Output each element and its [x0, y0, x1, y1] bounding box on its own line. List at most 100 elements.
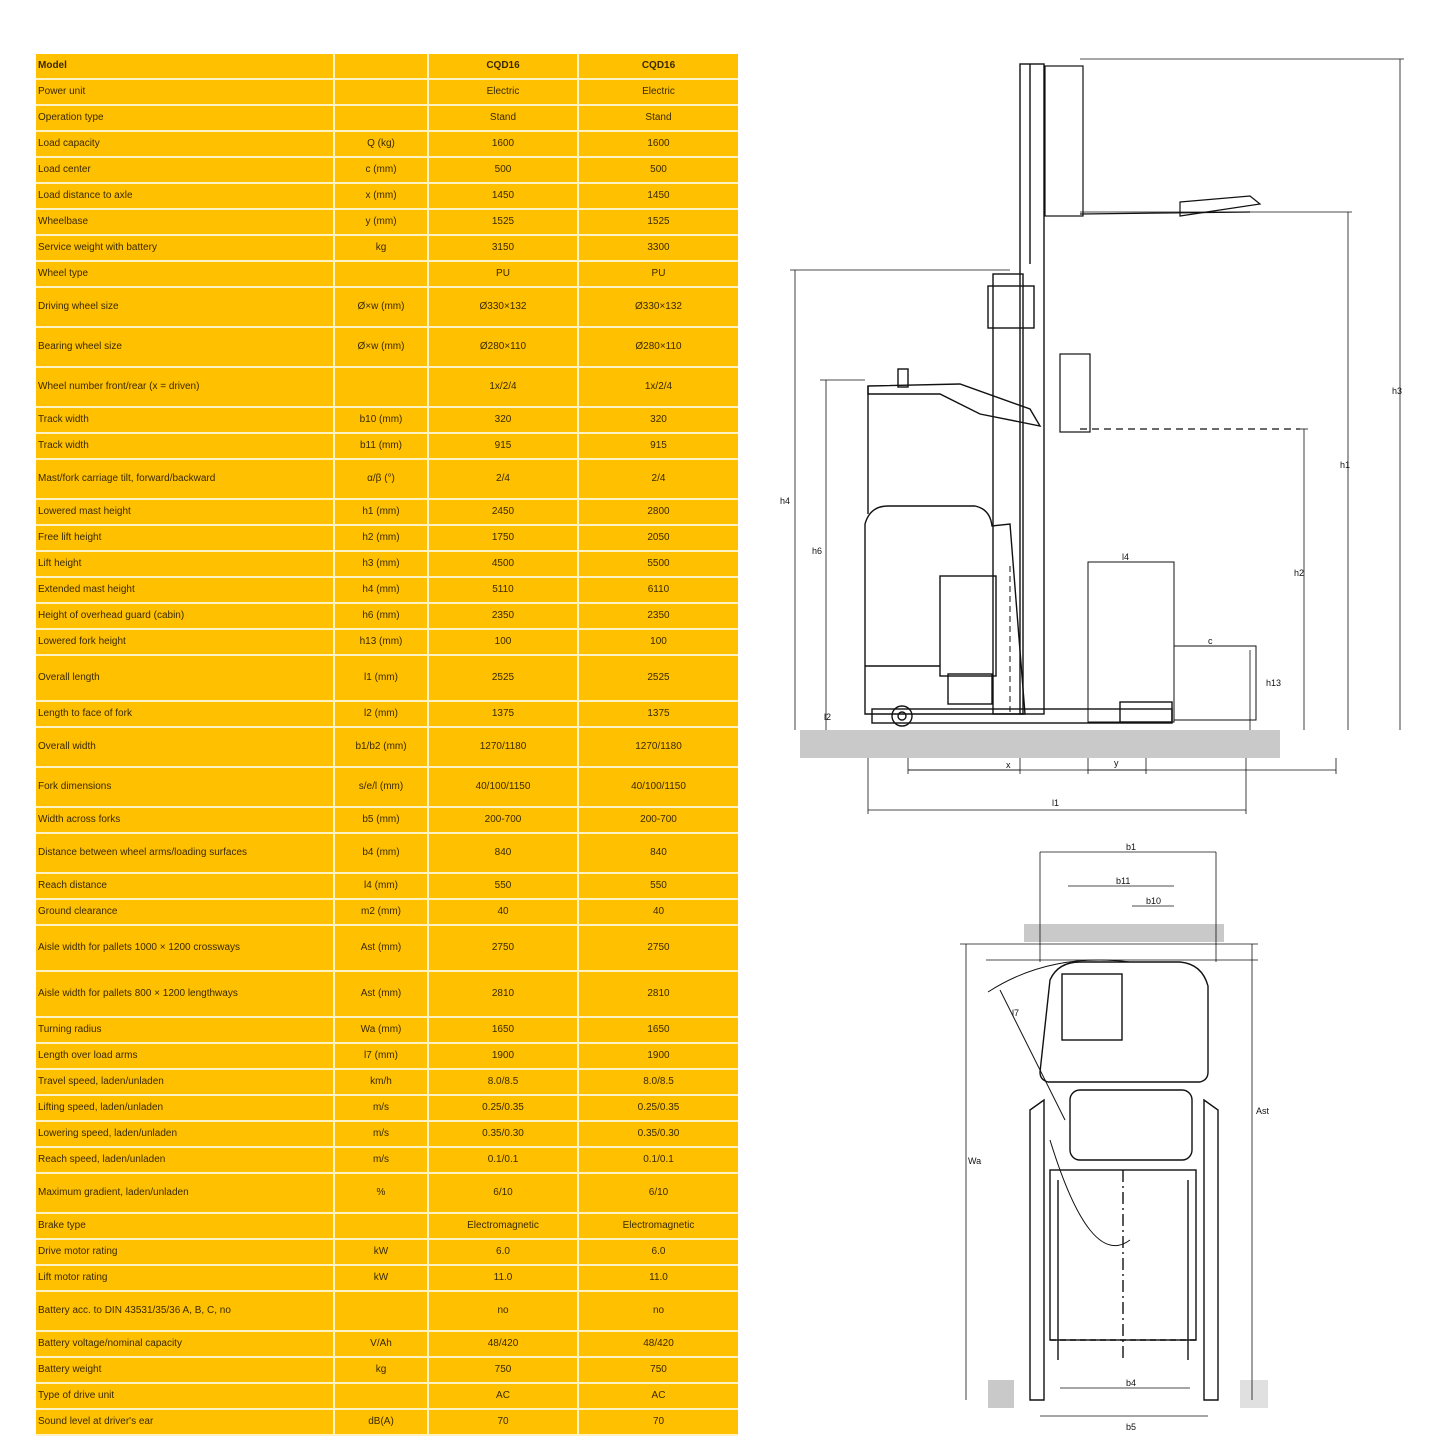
spec-row: Battery acc. to DIN 43531/35/36 A, B, C,… — [36, 1291, 738, 1332]
cell-unit: m2 (mm) — [333, 899, 428, 926]
cell-unit: h13 (mm) — [333, 629, 428, 656]
cell-m2: 2810 — [577, 971, 738, 1018]
cell-param: Length to face of fork — [36, 701, 334, 728]
cell-m1: 1600 — [427, 131, 578, 158]
turning-radius — [987, 959, 1131, 1246]
label-h4: h4 — [780, 496, 790, 506]
cell-param: Extended mast height — [36, 577, 334, 604]
cell-m2: 550 — [577, 873, 738, 900]
cell-m1: 1375 — [427, 701, 578, 728]
cell-m2: 2750 — [577, 925, 738, 972]
cell-unit: kg — [333, 1357, 428, 1384]
cell-unit: α/β (°) — [333, 459, 428, 500]
spec-row: Mast/fork carriage tilt, forward/backwar… — [36, 459, 738, 500]
cell-unit: Ø×w (mm) — [333, 327, 428, 368]
truck-plan — [1029, 961, 1219, 1401]
label-b10: b10 — [1146, 896, 1161, 906]
wheels — [871, 701, 1173, 727]
cell-m2: 40/100/1150 — [577, 767, 738, 808]
cell-unit: b4 (mm) — [333, 833, 428, 874]
cell-unit — [333, 367, 428, 408]
spec-row: Aisle width for pallets 800 × 1200 lengt… — [36, 971, 738, 1018]
cell-unit: m/s — [333, 1095, 428, 1122]
cell-m1: 1750 — [427, 525, 578, 552]
cell-unit: Q (kg) — [333, 131, 428, 158]
cell-m2: 1525 — [577, 209, 738, 236]
load-outline — [1009, 561, 1257, 723]
cell-unit: l1 (mm) — [333, 655, 428, 702]
label-h1: h1 — [1340, 460, 1350, 470]
cell-m1: 6/10 — [427, 1173, 578, 1214]
cell-unit: h2 (mm) — [333, 525, 428, 552]
cell-m2: 3300 — [577, 235, 738, 262]
cell-m2: 1600 — [577, 131, 738, 158]
cell-unit: kg — [333, 235, 428, 262]
label-ast: Ast — [1256, 1106, 1270, 1116]
cell-param: Free lift height — [36, 525, 334, 552]
cell-m1: 2350 — [427, 603, 578, 630]
cell-param: Battery voltage/nominal capacity — [36, 1331, 334, 1358]
cell-unit: dB(A) — [333, 1409, 428, 1436]
cell-m2: 11.0 — [577, 1265, 738, 1292]
cell-unit: Ø×w (mm) — [333, 287, 428, 328]
dimension-labels: h4 h6 h3 h1 h2 l4 c h13 x y l1 l2 — [780, 386, 1402, 808]
cell-param: Driving wheel size — [36, 287, 334, 328]
cell-m1: 0.25/0.35 — [427, 1095, 578, 1122]
cell-unit — [333, 1291, 428, 1332]
cell-m2: 1375 — [577, 701, 738, 728]
cell-m2: 500 — [577, 157, 738, 184]
cell-m2: 8.0/8.5 — [577, 1069, 738, 1096]
cell-m2: 750 — [577, 1357, 738, 1384]
cell-m2: 2050 — [577, 525, 738, 552]
cell-param: Maximum gradient, laden/unladen — [36, 1173, 334, 1214]
cell-unit — [333, 261, 428, 288]
cell-m1: 750 — [427, 1357, 578, 1384]
label-h13: h13 — [1266, 678, 1281, 688]
cell-m1: 5110 — [427, 577, 578, 604]
cell-m2: 1900 — [577, 1043, 738, 1070]
cell-m1: 4500 — [427, 551, 578, 578]
cell-unit — [333, 1383, 428, 1410]
cell-m2: Electric — [577, 79, 738, 106]
cell-m2: no — [577, 1291, 738, 1332]
label-x: x — [1006, 760, 1011, 770]
cell-m1: 100 — [427, 629, 578, 656]
cell-unit: b10 (mm) — [333, 407, 428, 434]
cell-param: Load center — [36, 157, 334, 184]
cell-m2: 2350 — [577, 603, 738, 630]
floor-hatch-left — [988, 1380, 1014, 1408]
cell-m1: 550 — [427, 873, 578, 900]
cell-param: Width across forks — [36, 807, 334, 834]
cell-param: Drive motor rating — [36, 1239, 334, 1266]
cell-m1: 1x/2/4 — [427, 367, 578, 408]
cell-unit: m/s — [333, 1147, 428, 1174]
top-view-drawing: b1 b11 b10 Wa Ast l7 b4 b5 — [960, 842, 1270, 1432]
cell-m1: 500 — [427, 157, 578, 184]
cell-m1: 48/420 — [427, 1331, 578, 1358]
cell-m1: CQD16 — [427, 54, 578, 80]
cell-m1: 320 — [427, 407, 578, 434]
cell-param: Lift height — [36, 551, 334, 578]
cell-unit: s/e/l (mm) — [333, 767, 428, 808]
cell-param: Lowered fork height — [36, 629, 334, 656]
cell-unit: h6 (mm) — [333, 603, 428, 630]
label-l1: l1 — [1052, 798, 1059, 808]
side-view-drawing: h4 h6 h3 h1 h2 l4 c h13 x y l1 l2 — [780, 58, 1404, 814]
cell-param: Wheel number front/rear (x = driven) — [36, 367, 334, 408]
cell-m1: 2750 — [427, 925, 578, 972]
cell-m1: 1525 — [427, 209, 578, 236]
cell-m2: 915 — [577, 433, 738, 460]
cell-unit — [333, 79, 428, 106]
cell-unit: l2 (mm) — [333, 701, 428, 728]
